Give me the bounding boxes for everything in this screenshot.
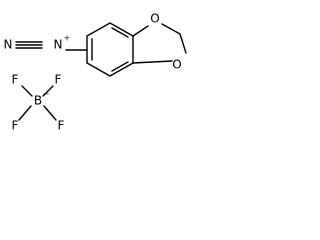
oxygen-top-label: O bbox=[150, 12, 159, 26]
bond-b-f-top-right bbox=[42, 85, 54, 97]
boron-negative-charge: − bbox=[43, 90, 50, 99]
boron-label: B bbox=[34, 94, 42, 108]
bond-o-top-ch2 bbox=[161, 23, 181, 35]
bond-c2-o-top bbox=[132, 25, 149, 37]
structure-canvas: O O N N + B − F F F F bbox=[0, 0, 214, 148]
fluorine-top-right-label: F bbox=[55, 73, 62, 87]
ring-bond-c3-c4 bbox=[109, 62, 134, 77]
fluorine-left-label: F bbox=[12, 119, 19, 133]
nitrogen-positive-charge: + bbox=[64, 34, 71, 43]
ring-double-bond-inner-b bbox=[111, 61, 129, 72]
molecule-diagram: O O N N + B − F F F F bbox=[4, 12, 187, 133]
fluorine-top-left-label: F bbox=[12, 73, 19, 87]
ring-bond-c1-c2 bbox=[109, 22, 134, 37]
oxygen-bottom-label: O bbox=[172, 58, 181, 72]
fluorine-bottom-label: F bbox=[58, 119, 65, 133]
bond-b-f-bottom bbox=[43, 105, 57, 121]
ring-bond-c4-c5 bbox=[86, 62, 111, 77]
bond-b-f-left bbox=[18, 105, 32, 121]
bond-ch2-o-bottom bbox=[179, 33, 187, 54]
bond-b-f-top-left bbox=[21, 85, 33, 97]
nitrogen-positive-label: N bbox=[54, 38, 63, 52]
nitrogen-terminal-label: N bbox=[4, 38, 13, 52]
ring-double-bond-inner-a bbox=[111, 27, 129, 38]
ring-bond-c6-c1 bbox=[86, 22, 111, 37]
bond-o-bottom-c3 bbox=[132, 60, 173, 64]
